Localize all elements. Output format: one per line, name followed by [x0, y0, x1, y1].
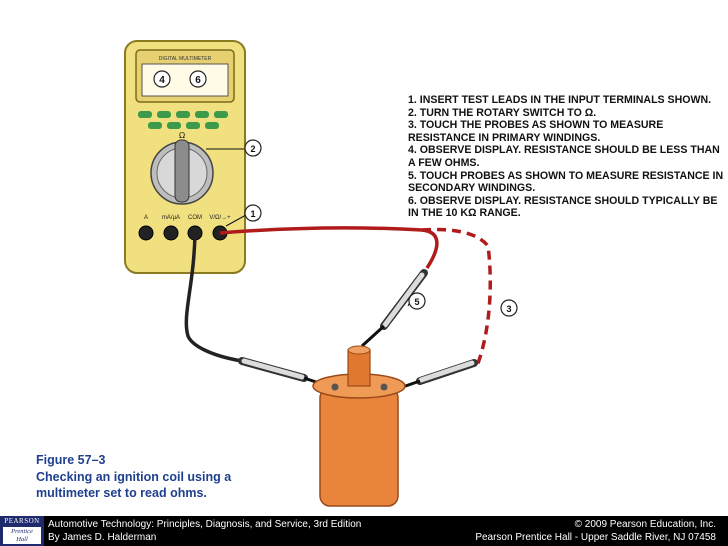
- instruction-step: 1. INSERT TEST LEADS IN THE INPUT TERMIN…: [408, 94, 712, 106]
- coil-terminal-right: [380, 383, 388, 391]
- callout-3: [500, 299, 518, 317]
- footer-author: By James D. Halderman: [48, 532, 157, 543]
- instruction-step: 2. TURN THE ROTARY SWITCH TO Ω.: [408, 106, 597, 119]
- jack-label-a: A: [144, 215, 148, 221]
- callout-2: [244, 139, 262, 157]
- jack-ma: [163, 225, 179, 241]
- rotary-switch-pointer: [174, 139, 190, 203]
- multimeter: DIGITAL MULTIMETER 4 6: [124, 40, 246, 274]
- callout-4: [153, 70, 171, 88]
- ignition-coil-diagram: DIGITAL MULTIMETER 4 6: [124, 40, 518, 507]
- leader-1: [225, 214, 247, 227]
- meter-button: [148, 122, 162, 129]
- logo-prentice-hall-box: Prentice Hall: [3, 527, 41, 544]
- meter-button: [205, 122, 219, 129]
- callout-5: [408, 292, 426, 310]
- red-probe-center: [360, 269, 428, 348]
- meter-brand: DIGITAL MULTIMETER: [159, 56, 212, 62]
- instruction-step: 6. OBSERVE DISPLAY. RESISTANCE SHOULD TY…: [408, 194, 718, 220]
- pearson-logo: PEARSON Prentice Hall: [0, 516, 44, 546]
- callout-1-label: 1: [250, 209, 255, 219]
- meter-button: [186, 122, 200, 129]
- jack-label-vohm: V/Ω/→+: [209, 215, 231, 221]
- meter-button: [157, 111, 171, 118]
- instruction-step: 5. TOUCH PROBES AS SHOWN TO MEASURE RESI…: [408, 169, 724, 195]
- black-test-lead: [184, 232, 243, 363]
- callout-6-label: 6: [195, 75, 201, 86]
- caption-text-line-1: Checking an ignition coil using a: [36, 469, 232, 484]
- meter-button: [195, 111, 209, 118]
- caption-text-line-2: multimeter set to read ohms.: [36, 486, 207, 500]
- meter-button: [214, 111, 228, 118]
- jack-a: [138, 225, 154, 241]
- red-test-lead: [219, 226, 439, 269]
- jack-label-com: COM: [188, 215, 202, 221]
- footer-bar: PEARSON Prentice Hall Automotive Technol…: [0, 516, 728, 546]
- logo-prentice-hall-text: Prentice Hall: [3, 528, 41, 543]
- coil-tower-top: [347, 345, 371, 355]
- footer-copyright: © 2009 Pearson Education, Inc.: [574, 519, 716, 530]
- callout-6: [189, 70, 207, 88]
- caption-figure-number: Figure 57–3: [36, 453, 106, 467]
- callout-1: [244, 204, 262, 222]
- ohm-icon: Ω: [179, 131, 185, 140]
- instruction-list: 1. INSERT TEST LEADS IN THE INPUT TERMIN…: [408, 94, 726, 220]
- coil-terminal-left: [331, 383, 339, 391]
- ignition-coil: [312, 345, 406, 507]
- red-probe-right-highlight: [418, 360, 475, 383]
- red-probe-right: [393, 359, 478, 392]
- instruction-step: 3. TOUCH THE PROBES AS SHOWN TO MEASURE …: [408, 119, 664, 144]
- callout-3-label: 3: [506, 304, 511, 314]
- footer-publisher: Pearson Prentice Hall - Upper Saddle Riv…: [475, 532, 716, 543]
- footer-book-title: Automotive Technology: Principles, Diagn…: [48, 519, 362, 530]
- red-probe-center-tip: [360, 324, 386, 348]
- red-test-lead-dashed: [421, 227, 493, 367]
- callout-5-label: 5: [414, 297, 419, 307]
- logo-hall: Hall: [16, 535, 28, 543]
- figure-caption: Figure 57–3 Checking an ignition coil us…: [36, 452, 296, 502]
- black-probe-highlight: [241, 358, 305, 380]
- meter-button: [176, 111, 190, 118]
- callout-2-label: 2: [250, 144, 255, 154]
- meter-buttons: [138, 111, 228, 129]
- jack-label-ma: mA/µA: [162, 215, 180, 221]
- coil-body: [319, 387, 399, 507]
- coil-tower: [347, 349, 371, 387]
- rotary-switch: Ω: [150, 131, 214, 205]
- logo-pearson-text: PEARSON: [4, 517, 40, 525]
- figure-panel: DIGITAL MULTIMETER 4 6: [122, 36, 723, 516]
- red-probe-center-highlight: [382, 272, 425, 328]
- meter-button: [138, 111, 152, 118]
- logo-prentice: Prentice: [11, 528, 33, 535]
- meter-button: [167, 122, 181, 129]
- instruction-step: 4. OBSERVE DISPLAY. RESISTANCE SHOULD BE…: [408, 144, 720, 169]
- callout-4-label: 4: [159, 75, 165, 86]
